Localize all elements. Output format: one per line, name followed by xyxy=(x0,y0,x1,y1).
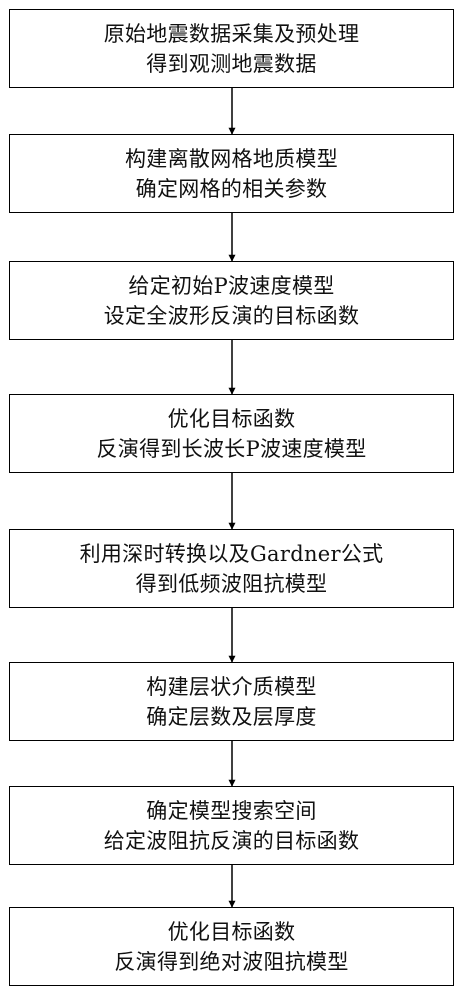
flow-step-7: 确定模型搜索空间 给定波阻抗反演的目标函数 xyxy=(9,786,454,865)
flow-step-4-line-1: 优化目标函数 xyxy=(167,406,296,431)
flow-step-2: 构建离散网格地质模型 确定网格的相关参数 xyxy=(9,134,454,213)
flow-step-4-line-2: 反演得到长波长P波速度模型 xyxy=(96,436,367,461)
flow-step-8: 优化目标函数 反演得到绝对波阻抗模型 xyxy=(9,907,454,986)
flow-step-1-line-2: 得到观测地震数据 xyxy=(146,51,317,76)
flow-step-1: 原始地震数据采集及预处理 得到观测地震数据 xyxy=(9,9,454,88)
flow-step-5-line-2: 得到低频波阻抗模型 xyxy=(135,571,328,596)
flow-step-3-line-1: 给定初始P波速度模型 xyxy=(128,273,335,298)
flow-step-4: 优化目标函数 反演得到长波长P波速度模型 xyxy=(9,394,454,473)
flow-step-7-line-1: 确定模型搜索空间 xyxy=(146,798,317,823)
flow-step-5-line-1: 利用深时转换以及Gardner公式 xyxy=(79,541,384,566)
flow-step-2-line-1: 构建离散网格地质模型 xyxy=(125,146,338,171)
flow-step-6: 构建层状介质模型 确定层数及层厚度 xyxy=(9,662,454,741)
flow-step-5: 利用深时转换以及Gardner公式 得到低频波阻抗模型 xyxy=(9,529,454,608)
flow-step-1-line-1: 原始地震数据采集及预处理 xyxy=(103,21,360,46)
flow-step-8-line-2: 反演得到绝对波阻抗模型 xyxy=(114,949,349,974)
flow-step-3-line-2: 设定全波形反演的目标函数 xyxy=(103,303,360,328)
flow-step-6-line-2: 确定层数及层厚度 xyxy=(146,704,317,729)
flow-step-2-line-2: 确定网格的相关参数 xyxy=(135,176,328,201)
flow-step-3: 给定初始P波速度模型 设定全波形反演的目标函数 xyxy=(9,261,454,340)
flow-step-6-line-1: 构建层状介质模型 xyxy=(146,674,317,699)
flow-step-7-line-2: 给定波阻抗反演的目标函数 xyxy=(103,828,360,853)
flow-step-8-line-1: 优化目标函数 xyxy=(167,919,296,944)
